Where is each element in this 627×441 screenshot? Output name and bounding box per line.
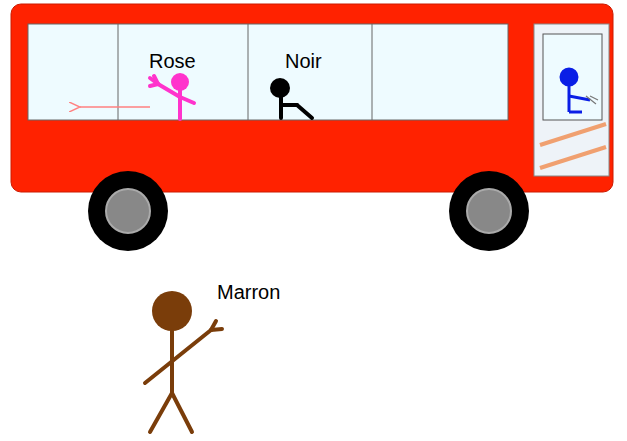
person-name: Noir (285, 49, 322, 73)
rose-figure (150, 73, 194, 119)
person-name: Rose (149, 49, 196, 73)
bus-body (11, 4, 613, 192)
door-stripe (540, 124, 606, 145)
door-window (543, 34, 602, 120)
steering-wheel (586, 96, 598, 104)
hub (106, 189, 150, 233)
person-name: Marron (217, 280, 280, 304)
wheel (449, 171, 529, 251)
driver-figure (561, 69, 590, 112)
motion-arrow (80, 106, 150, 108)
marron-figure (145, 291, 222, 432)
hub (467, 189, 511, 233)
bus-door (534, 24, 609, 176)
window-divider (372, 24, 373, 120)
wheel (88, 171, 168, 251)
noir-figure (270, 78, 312, 118)
door-stripe (540, 147, 606, 168)
window-band (28, 24, 508, 120)
window-divider (118, 24, 119, 120)
window-divider (248, 24, 249, 120)
